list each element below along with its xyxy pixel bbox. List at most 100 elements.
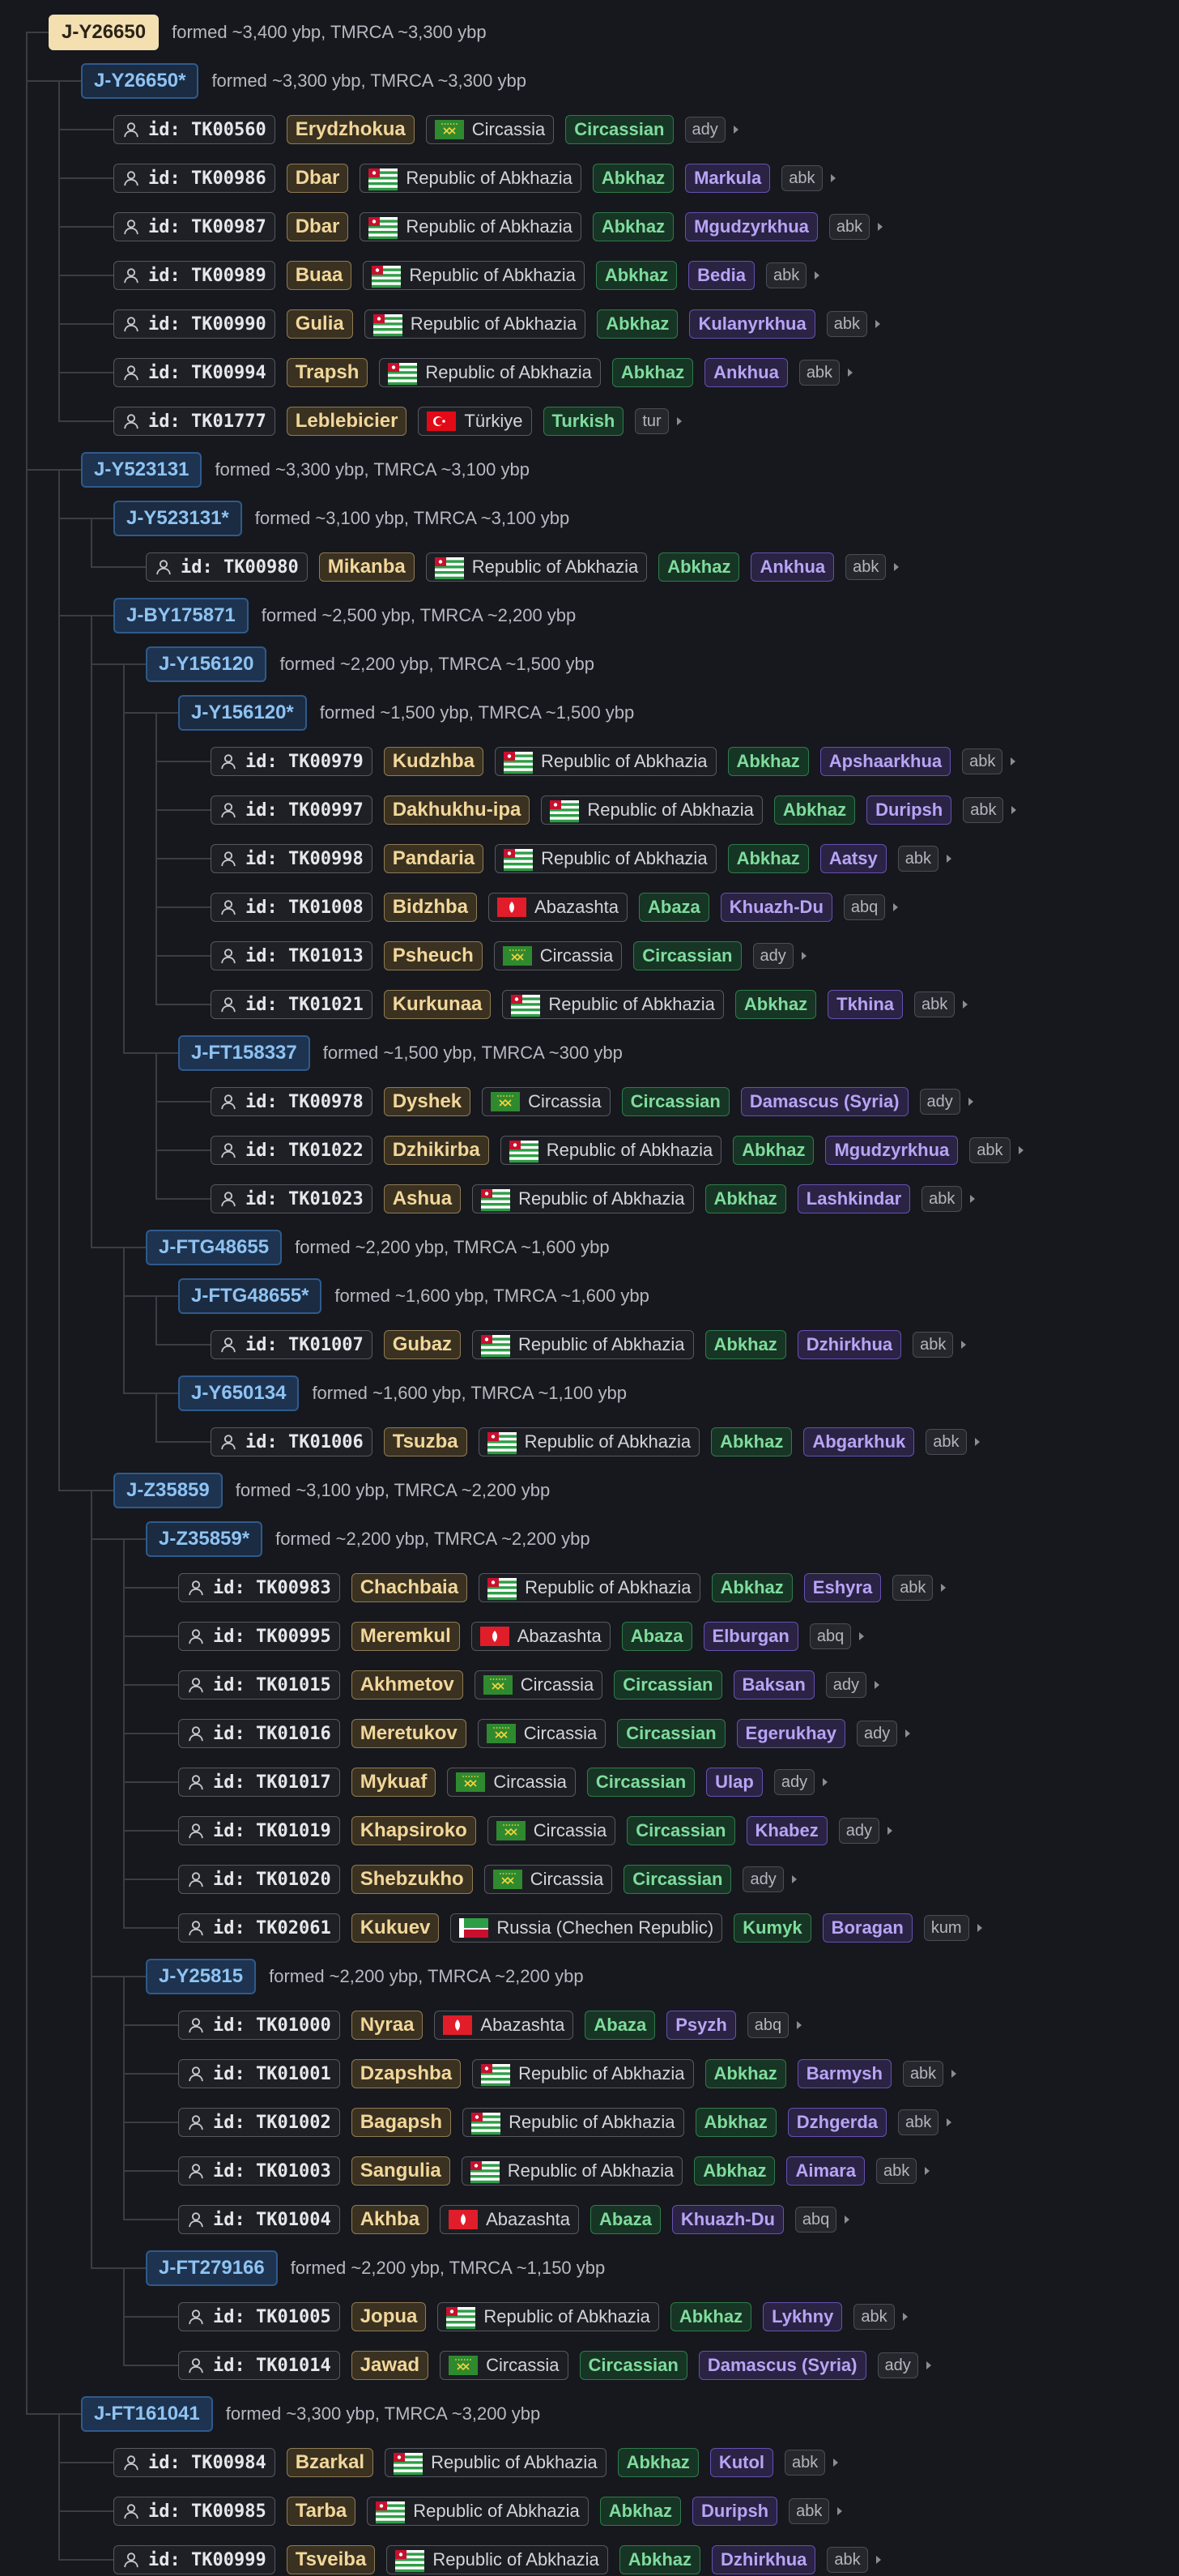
haplogroup-label-y156120s[interactable]: J-Y156120* <box>178 695 307 731</box>
caret-right-icon[interactable] <box>968 1098 973 1106</box>
caret-right-icon[interactable] <box>830 174 836 182</box>
caret-right-icon[interactable] <box>893 903 899 911</box>
sample-id-chip[interactable]: id: TK01777 <box>113 407 275 436</box>
caret-right-icon[interactable] <box>848 369 853 377</box>
caret-right-icon[interactable] <box>926 2361 931 2369</box>
haplogroup-label-y26650[interactable]: J-Y26650 <box>49 15 160 50</box>
sample-id-chip[interactable]: id: TK00995 <box>178 1622 340 1651</box>
caret-right-icon[interactable] <box>875 1681 880 1689</box>
sample-id-chip[interactable]: id: TK00980 <box>146 552 308 582</box>
haplogroup-label-y156120[interactable]: J-Y156120 <box>146 646 267 682</box>
sample-id-chip[interactable]: id: TK00979 <box>211 747 372 776</box>
haplogroup-label-z35859s[interactable]: J-Z35859* <box>146 1521 263 1557</box>
caret-right-icon[interactable] <box>925 2167 930 2175</box>
sample-id-chip[interactable]: id: TK01013 <box>211 941 372 970</box>
caret-right-icon[interactable] <box>875 2556 881 2564</box>
caret-right-icon[interactable] <box>676 417 682 425</box>
sample-id-chip[interactable]: id: TK01007 <box>211 1330 372 1359</box>
sample-id-chip[interactable]: id: TK01008 <box>211 893 372 922</box>
caret-right-icon[interactable] <box>801 952 807 960</box>
sample-id-chip[interactable]: id: TK00986 <box>113 164 275 193</box>
caret-right-icon[interactable] <box>859 1632 865 1640</box>
sample-id-chip[interactable]: id: TK01020 <box>178 1865 340 1894</box>
haplogroup-label-ftg48655s[interactable]: J-FTG48655* <box>178 1278 322 1314</box>
sample-id-chip[interactable]: id: TK02061 <box>178 1913 340 1943</box>
sample-id-text: id: TK01002 <box>213 2112 331 2133</box>
sample-id-chip[interactable]: id: TK01005 <box>178 2302 340 2331</box>
sample-id-chip[interactable]: id: TK00560 <box>113 115 275 144</box>
sample-id-chip[interactable]: id: TK00998 <box>211 844 372 873</box>
country-name: Circassia <box>530 1869 604 1889</box>
haplogroup-label-y26650s[interactable]: J-Y26650* <box>81 63 199 99</box>
caret-right-icon[interactable] <box>1011 757 1016 766</box>
language-code-chip: abk <box>926 1429 967 1455</box>
haplogroup-label-ft161041[interactable]: J-FT161041 <box>81 2396 213 2432</box>
sample-id-chip[interactable]: id: TK00983 <box>178 1573 340 1602</box>
haplogroup-label-y25815[interactable]: J-Y25815 <box>146 1959 257 1994</box>
sample-id-chip[interactable]: id: TK01016 <box>178 1719 340 1748</box>
caret-right-icon[interactable] <box>941 1584 947 1592</box>
language-code-chip: ady <box>773 1769 815 1795</box>
language-code-chip: abq <box>809 1623 852 1649</box>
caret-right-icon[interactable] <box>733 126 738 134</box>
haplogroup-label-y523131s[interactable]: J-Y523131* <box>113 501 242 536</box>
haplogroup-label-by175871[interactable]: J-BY175871 <box>113 598 249 633</box>
haplogroup-label-y650134[interactable]: J-Y650134 <box>178 1375 300 1411</box>
caret-right-icon[interactable] <box>946 855 951 863</box>
caret-right-icon[interactable] <box>905 1729 911 1738</box>
caret-right-icon[interactable] <box>970 1195 976 1203</box>
haplogroup-label-ft158337[interactable]: J-FT158337 <box>178 1035 310 1071</box>
caret-right-icon[interactable] <box>963 1000 968 1009</box>
abkhazia-flag-icon <box>372 266 402 288</box>
sample-id-chip[interactable]: id: TK01014 <box>178 2351 340 2380</box>
caret-right-icon[interactable] <box>875 320 880 328</box>
caret-right-icon[interactable] <box>951 2070 957 2078</box>
sample-id-chip[interactable]: id: TK00990 <box>113 309 275 339</box>
sample-id-chip[interactable]: id: TK01004 <box>178 2205 340 2234</box>
sample-id-chip[interactable]: id: TK01001 <box>178 2059 340 2088</box>
sample-id-chip[interactable]: id: TK01022 <box>211 1136 372 1165</box>
sample-id-chip[interactable]: id: TK00978 <box>211 1087 372 1116</box>
caret-right-icon[interactable] <box>833 2459 839 2467</box>
sample-id-chip[interactable]: id: TK01021 <box>211 990 372 1019</box>
chechnya-flag-icon <box>459 1918 489 1938</box>
sample-id-chip[interactable]: id: TK01019 <box>178 1816 340 1845</box>
caret-right-icon[interactable] <box>845 2216 850 2224</box>
sample-id-chip[interactable]: id: TK00997 <box>211 795 372 825</box>
sample-id-chip[interactable]: id: TK01015 <box>178 1670 340 1700</box>
sample-id-chip[interactable]: id: TK01006 <box>211 1427 372 1456</box>
caret-right-icon[interactable] <box>878 223 883 231</box>
caret-right-icon[interactable] <box>894 563 900 571</box>
sample-id-chip[interactable]: id: TK00987 <box>113 212 275 241</box>
sample-id-chip[interactable]: id: TK00985 <box>113 2497 275 2526</box>
sample-id-chip[interactable]: id: TK00989 <box>113 261 275 290</box>
sample-id-chip[interactable]: id: TK01023 <box>211 1184 372 1213</box>
haplogroup-label-y523131[interactable]: J-Y523131 <box>81 452 202 488</box>
caret-right-icon[interactable] <box>791 1875 797 1883</box>
caret-right-icon[interactable] <box>902 2313 908 2321</box>
caret-right-icon[interactable] <box>947 2118 952 2126</box>
caret-right-icon[interactable] <box>837 2507 843 2515</box>
haplogroup-age-info: formed ~3,400 ybp, TMRCA ~3,300 ybp <box>172 22 487 42</box>
caret-right-icon[interactable] <box>887 1827 892 1835</box>
sample-id-chip[interactable]: id: TK01002 <box>178 2108 340 2137</box>
haplogroup-label-ft279166[interactable]: J-FT279166 <box>146 2250 278 2286</box>
caret-right-icon[interactable] <box>823 1778 828 1786</box>
caret-right-icon[interactable] <box>797 2021 802 2029</box>
caret-right-icon[interactable] <box>1018 1146 1024 1154</box>
sample-id-chip[interactable]: id: TK01003 <box>178 2156 340 2186</box>
caret-right-icon[interactable] <box>1011 806 1017 814</box>
surname-chip: Kudzhba <box>383 747 484 776</box>
caret-right-icon[interactable] <box>961 1341 967 1349</box>
haplogroup-label-ftg48655[interactable]: J-FTG48655 <box>146 1230 283 1265</box>
sample-id-chip[interactable]: id: TK00999 <box>113 2545 275 2574</box>
sample-id-chip[interactable]: id: TK01017 <box>178 1768 340 1797</box>
sample-id-chip[interactable]: id: TK00994 <box>113 358 275 387</box>
sample-id-chip[interactable]: id: TK01000 <box>178 2011 340 2040</box>
caret-right-icon[interactable] <box>977 1924 982 1932</box>
caret-right-icon[interactable] <box>815 271 820 279</box>
haplogroup-label-z35859[interactable]: J-Z35859 <box>113 1473 223 1508</box>
caret-right-icon[interactable] <box>974 1438 980 1446</box>
sample-id-chip[interactable]: id: TK00984 <box>113 2448 275 2477</box>
